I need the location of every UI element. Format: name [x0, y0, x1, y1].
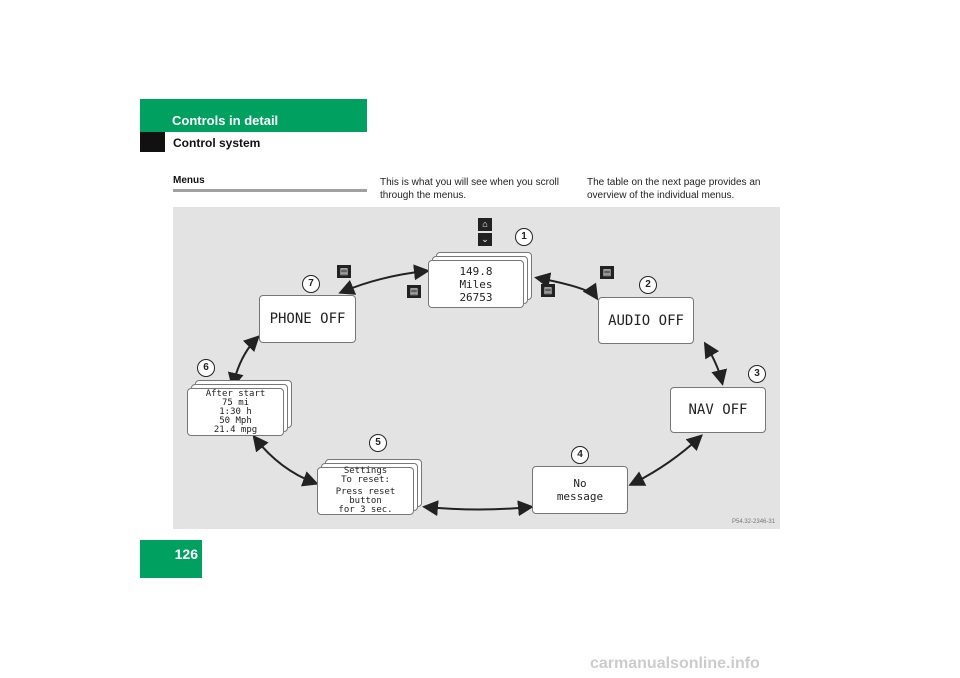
display-line: NAV OFF: [688, 402, 748, 418]
display-trip-odometer: 149.8 Miles 26753: [428, 260, 524, 308]
arrow-7-1: [338, 264, 430, 295]
display-line: PHONE OFF: [269, 311, 346, 327]
callout-5: 5: [369, 434, 387, 452]
heading-menus: Menus: [173, 175, 205, 186]
arrow-6-7: [227, 335, 260, 389]
display-line: No: [573, 477, 587, 490]
callout-7: 7: [302, 275, 320, 293]
section-title: Controls in detail: [172, 113, 279, 128]
callout-1: 1: [515, 228, 533, 246]
display-line: 75 mi: [221, 397, 250, 408]
subsection-title: Control system: [173, 136, 261, 150]
figure-code: P54.32-2346-31: [732, 519, 776, 525]
callout-6: 6: [197, 359, 215, 377]
display-line: for 3 sec.: [338, 505, 393, 515]
display-line: 26753: [459, 290, 493, 304]
heading-rule: [173, 189, 367, 192]
display-line: 50 Mph: [219, 415, 252, 426]
section-header: Controls in detail: [140, 99, 367, 132]
menu-prev-icon: ▤: [407, 285, 421, 298]
callout-2: 2: [639, 276, 657, 294]
display-line: Press reset: [335, 487, 396, 497]
callout-3: 3: [748, 365, 766, 383]
display-phone: PHONE OFF: [259, 295, 356, 343]
display-line: To reset:: [341, 475, 390, 485]
display-audio: AUDIO OFF: [598, 297, 694, 344]
page-number: 126: [174, 546, 198, 562]
display-line: 21.4 mpg: [213, 424, 258, 435]
arrow-1-2: [534, 272, 599, 301]
section-marker: [140, 132, 165, 152]
display-line: AUDIO OFF: [608, 312, 684, 329]
display-line: button: [349, 496, 382, 506]
display-line: 1:30 h: [219, 406, 252, 417]
menu-next-icon: ▤: [541, 284, 555, 297]
display-settings: Settings To reset: Press reset button fo…: [317, 467, 414, 515]
scroll-up-icon: ⌂: [478, 218, 492, 231]
arrow-3-4: [628, 434, 703, 486]
display-nav: NAV OFF: [670, 387, 766, 433]
menu-prev-icon: ▤: [600, 266, 614, 279]
display-line: Settings: [343, 466, 388, 476]
arrow-2-3: [703, 341, 728, 386]
display-line: message: [556, 490, 604, 503]
arrow-4-5: [422, 500, 534, 517]
display-line: 149.8: [459, 264, 493, 278]
display-messages: No message: [532, 466, 628, 514]
arrow-5-6: [252, 434, 319, 487]
callout-4: 4: [571, 446, 589, 464]
watermark: carmanualsonline.info: [590, 655, 760, 672]
intro-text-2: The table on the next page provides an o…: [587, 177, 761, 201]
display-line: After start: [205, 388, 266, 399]
scroll-down-icon: ⌄: [478, 233, 492, 246]
page-number-box: 126: [140, 540, 202, 578]
intro-text-1: This is what you will see when you scrol…: [380, 177, 559, 201]
menu-next-icon: ▤: [337, 265, 351, 278]
display-line: Miles: [459, 277, 493, 291]
display-after-start: After start 75 mi 1:30 h 50 Mph 21.4 mpg: [187, 388, 284, 436]
